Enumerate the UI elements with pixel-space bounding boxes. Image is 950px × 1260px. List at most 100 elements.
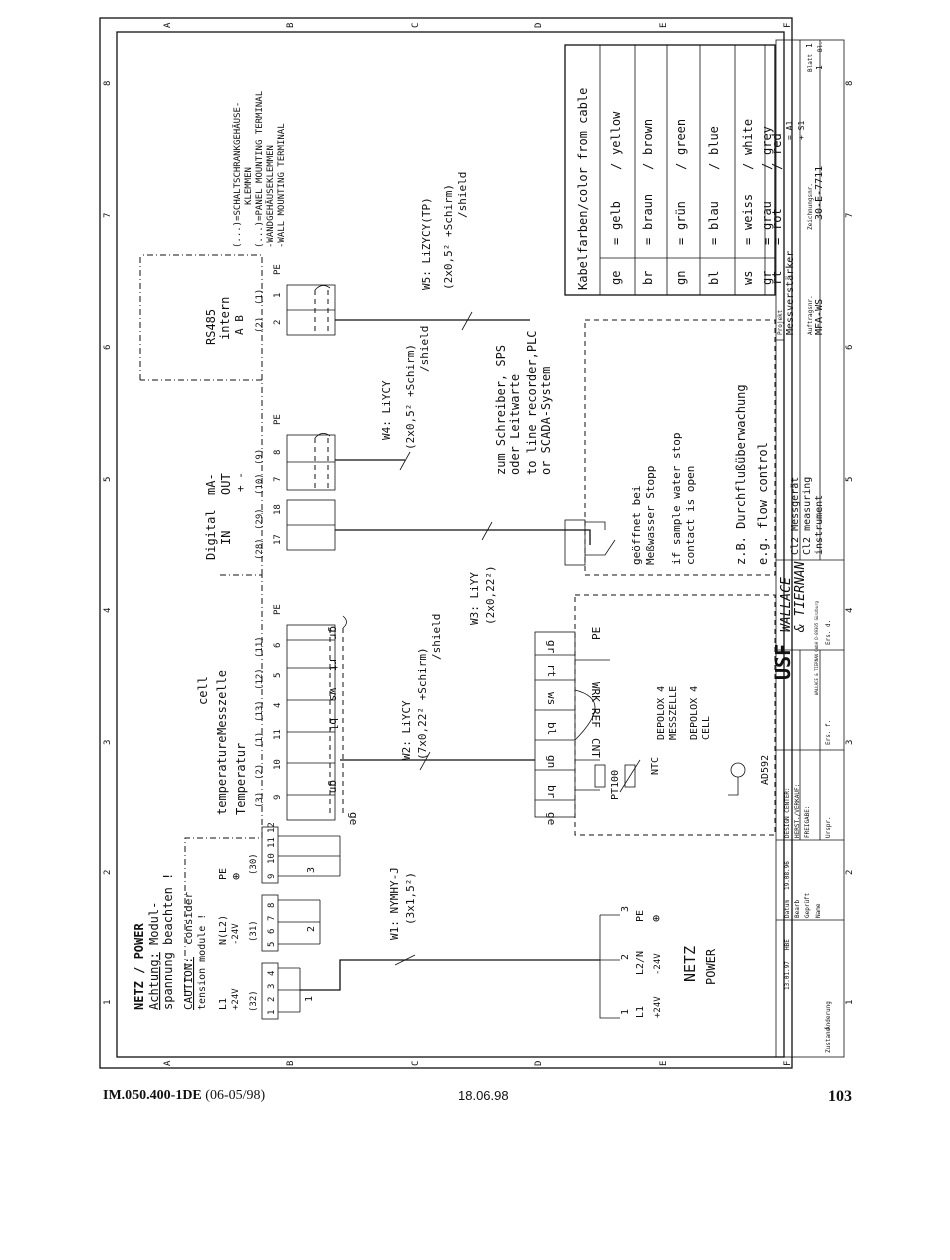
doc-id-date: (06-05/98) — [205, 1088, 266, 1103]
name-label: Name — [815, 903, 822, 918]
pt100-resistor — [594, 764, 606, 788]
temp-en: temperature — [215, 736, 229, 815]
field-power: 1 2 3 L1 +24V L2/N -24V PE ⊕ NETZ POWER — [599, 906, 718, 1019]
grid-number: 7 — [103, 213, 113, 218]
terminal-group: (32) — [249, 990, 259, 1012]
wire-color: ws — [327, 688, 340, 701]
brand-line: & TIERNAN — [793, 561, 808, 633]
terminal-number: 11 — [267, 837, 277, 848]
projekt-label: Projekt — [777, 309, 784, 335]
io-block: Digital IN mA- OUT + - (28) (29) (10) (9… — [204, 414, 336, 560]
warning-label: Achtung: — [147, 952, 161, 1010]
conductor-number: 2 — [306, 926, 317, 932]
terminal-group: (11) — [255, 636, 265, 658]
terminal-label: +24V — [231, 988, 241, 1010]
terminal-number: PE — [273, 264, 283, 275]
grid-number: 2 — [103, 870, 113, 875]
flow-text: contact is open — [684, 466, 697, 565]
temp-de: Temperatur — [234, 743, 248, 815]
terminal-number: 7 — [273, 477, 283, 482]
terminal-label: N(L2) — [218, 915, 229, 945]
rs485-title: RS485 — [204, 309, 218, 345]
flow-text: Meßwasser Stopp — [644, 466, 657, 565]
color-eq: = — [741, 238, 755, 245]
field-l1: L1 — [635, 1006, 646, 1018]
grid-number: 8 — [103, 81, 113, 86]
terminal-group: (31) — [249, 920, 259, 942]
color-de: weiss — [741, 194, 755, 230]
grid-letter: F — [783, 1061, 793, 1066]
caution-text2: tension module ! — [197, 914, 208, 1010]
ntc-resistor — [624, 764, 636, 788]
flow-frame — [584, 319, 776, 576]
warning-text2: spannung beachten ! — [161, 873, 175, 1010]
doc-id-code: IM.050.400-1DE — [103, 1088, 202, 1103]
color-en: blue — [707, 126, 721, 155]
ma-out: OUT — [219, 473, 233, 495]
rs485-block: RS485 intern A B (2) (1) 2 1 PE — [204, 264, 336, 345]
terminal-group: (13) — [255, 700, 265, 722]
color-code: bl — [707, 271, 721, 285]
logo-icon: USF — [771, 644, 795, 680]
color-en: brown — [641, 119, 655, 155]
eq-label: = A1 — [785, 121, 794, 140]
digital-label: Digital — [204, 509, 218, 560]
ma-label: mA- — [204, 473, 218, 495]
depolox-line: MESSZELLE — [668, 686, 679, 740]
color-code: ge — [609, 271, 623, 285]
cable-spec: (7x0,22² +Schirm) — [416, 647, 429, 760]
terminal-number: 4 — [273, 703, 283, 708]
color-en: red — [770, 133, 784, 155]
terminal-number: 9 — [273, 795, 283, 800]
color-eq: = — [707, 238, 721, 245]
gepr-label: Geprüft — [804, 892, 811, 918]
ad592-label: AD592 — [760, 755, 771, 785]
color-table-rows: ge=gelb/yellowbr=braun/browngn=grün/gree… — [609, 111, 784, 285]
terminal-number: 8 — [273, 450, 283, 455]
grid-letter: A — [163, 22, 173, 28]
cable-shield: /shield — [430, 614, 443, 660]
field-l2: L2/N — [635, 951, 646, 975]
color-de: braun — [641, 194, 655, 230]
terminal-number: 9 — [267, 874, 277, 879]
terminal-strip — [534, 631, 576, 818]
grid-number: 3 — [103, 740, 113, 745]
grid-letter: F — [783, 23, 793, 28]
terminal-number: 6 — [273, 643, 283, 648]
cable-shield: /shield — [418, 326, 431, 372]
field-pe: PE — [635, 910, 646, 922]
grid-number: 6 — [103, 345, 113, 350]
grid-number: 1 — [103, 1000, 113, 1005]
field-l1v: +24V — [653, 996, 663, 1018]
cable-spec: (3x1,5²) — [404, 872, 417, 925]
color-de: grau — [760, 201, 774, 230]
color-en: green — [674, 119, 688, 155]
wire-color: gn — [545, 755, 558, 768]
page-number: 103 — [828, 1088, 852, 1105]
cable-w4: W4: LiYCY (2x0,5² +Schirm) /shield — [335, 326, 431, 471]
desc-line: instrument — [814, 495, 825, 555]
color-code: rt — [770, 271, 784, 285]
grid-bottom-letters: A B C D E F — [163, 1060, 793, 1066]
freigabe-label: FREIGABE: — [804, 805, 811, 838]
cell-de: Messzelle — [215, 670, 229, 735]
title-block: USF WALLACE & TIERNAN WALLACE & TIERNAN … — [771, 39, 845, 1058]
cell-block: Temperatur temperature Messzelle cell (3… — [196, 604, 360, 825]
notes: (...)=SCHALTSCHRANKGEHÄUSE- KLEMMEN (...… — [232, 91, 287, 248]
terminal-group: (1) — [255, 732, 265, 748]
cable-w1: W1: NYMHY-J (3x1,5²) — [388, 867, 417, 966]
terminal-group: (12) — [255, 668, 265, 690]
color-code: ws — [741, 271, 755, 285]
terminal-number: 5 — [273, 673, 283, 678]
field-l2v: -24V — [653, 953, 663, 975]
design-label: DESIGN CENTER: — [784, 787, 791, 838]
terminal-number: 2 — [267, 997, 277, 1002]
flow-text: e.g. flow control — [756, 442, 770, 565]
terminal-strip — [261, 962, 279, 1020]
grid-letter: B — [286, 23, 296, 28]
color-en: grey — [760, 126, 774, 155]
grid-number: 8 — [845, 81, 855, 86]
terminal-strip — [261, 826, 279, 884]
color-table-header: Kabelfarben/color from cable — [576, 88, 590, 290]
color-code: gr — [760, 271, 774, 285]
